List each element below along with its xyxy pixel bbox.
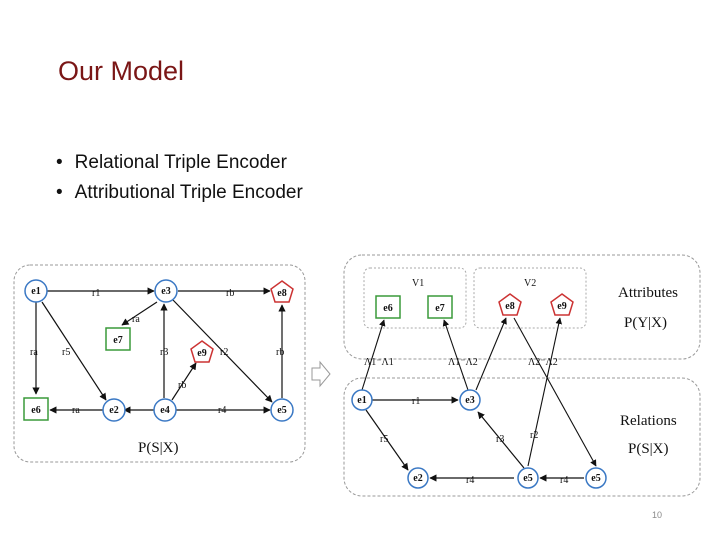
edge-label: r3 [160, 347, 168, 358]
left-graph-caption: P(S|X) [138, 440, 179, 456]
right-nodes: e1 e3 e2 e5 e5 [351, 389, 607, 489]
lambda-label: Λ2⁻Λ2 [528, 357, 558, 368]
node-label: e1 [357, 395, 366, 406]
left-graph-frame [13, 264, 306, 463]
group-v2-label: V2 [524, 278, 536, 289]
slide-number: 10 [652, 510, 663, 520]
attribute-node-e9 [190, 340, 214, 363]
edge-e5-e3 [477, 411, 525, 469]
slide-title: Our Model [58, 56, 185, 86]
node-label: e2 [413, 473, 422, 484]
right-cross-edges [361, 317, 597, 467]
node-label: e6 [31, 405, 40, 416]
edge-label: rb [276, 347, 284, 358]
attribute-node-e8 [498, 293, 522, 316]
group-v1-frame [363, 267, 467, 329]
entity-node-e2 [102, 398, 126, 422]
node-label: e8 [277, 288, 286, 299]
entity-node-e3 [459, 389, 481, 411]
edge-e3-e7 [121, 301, 158, 326]
node-label: e1 [31, 286, 40, 297]
edge-e1-e6 [361, 319, 386, 391]
edge-label: r4 [560, 475, 568, 486]
entity-node-e2 [407, 467, 429, 489]
edge-label: r3 [496, 434, 504, 445]
entity-node-e3 [154, 279, 178, 303]
edge-e5-e9 [527, 317, 562, 467]
left-graph: r1 rb ra ra r5 r3 r2 rb rb ra r4 e1 e3 e… [13, 264, 306, 463]
attributes-panel [343, 254, 701, 360]
node-label: e7 [435, 303, 444, 314]
edge-label: r4 [218, 405, 226, 416]
left-edges [32, 287, 286, 414]
node-label: e5 [591, 473, 600, 484]
node-label: e4 [160, 405, 169, 416]
bullet-item: Attributional Triple Encoder [56, 178, 303, 208]
attribute-node-e7 [427, 295, 453, 319]
node-label: e6 [383, 303, 392, 314]
node-label: e9 [557, 301, 566, 312]
edge-e3-e7 [442, 319, 469, 391]
attribute-node-e6 [23, 397, 49, 421]
edge-label: r2 [530, 430, 538, 441]
group-v1-label: V1 [412, 278, 424, 289]
node-label: e5 [277, 405, 286, 416]
edge-label: r5 [380, 434, 388, 445]
attribute-node-e9 [550, 293, 574, 316]
right-edge-labels: r1 r5 r3 r2 r4 r4 [380, 396, 568, 486]
edge-e1-e2 [41, 301, 107, 401]
attribute-node-e6 [375, 295, 401, 319]
edge-label: ra [132, 314, 140, 325]
edge-label: r1 [92, 288, 100, 299]
left-nodes: e1 e3 e8 e7 e9 e6 e2 e4 e5 [23, 279, 294, 422]
edge-label: r1 [412, 396, 420, 407]
entity-node-e1 [24, 279, 48, 303]
node-label: e7 [113, 335, 122, 346]
entity-node-e5 [270, 398, 294, 422]
edge-e3-e5 [172, 299, 273, 403]
attributes-formula: P(Y|X) [624, 315, 667, 331]
attribute-node-e7 [105, 327, 131, 351]
node-label: e8 [505, 301, 514, 312]
entity-node-e5b [585, 467, 607, 489]
entity-node-e1 [351, 389, 373, 411]
transform-arrow-icon [311, 360, 331, 388]
relations-formula: P(S|X) [628, 441, 669, 457]
node-label: e5 [523, 473, 532, 484]
edge-label: rb [226, 288, 234, 299]
edge-label: ra [30, 347, 38, 358]
edge-e8-e5 [513, 317, 597, 467]
node-label: e9 [197, 348, 206, 359]
right-graph: V1 V2 e6 e7 e8 e9 Attributes P(Y|X) Rela… [343, 254, 701, 497]
relations-caption: Relations [620, 413, 677, 429]
edge-e4-e9 [171, 362, 197, 401]
entity-node-e5a [517, 467, 539, 489]
entity-node-e4 [153, 398, 177, 422]
node-label: e3 [161, 286, 170, 297]
node-label: e3 [465, 395, 474, 406]
lambda-label: Λ1⁻Λ1 [364, 357, 394, 368]
group-v2-frame [473, 267, 587, 329]
attribute-node-e8 [270, 280, 294, 303]
edge-label: r5 [62, 347, 70, 358]
lambda-label: Λ1⁻Λ2 [448, 357, 478, 368]
left-edge-labels: r1 rb ra ra r5 r3 r2 rb rb ra r4 [30, 288, 284, 416]
edge-e1-e2 [365, 409, 409, 471]
bullet-item: Relational Triple Encoder [56, 148, 303, 178]
edge-label: r2 [220, 347, 228, 358]
attributes-caption: Attributes [618, 285, 678, 301]
edge-label: r4 [466, 475, 474, 486]
node-label: e2 [109, 405, 118, 416]
edge-e3-e8 [475, 317, 507, 391]
edge-label: rb [178, 380, 186, 391]
relations-panel [343, 377, 701, 497]
right-relation-edges [365, 396, 584, 482]
bullet-list: Relational Triple Encoder Attributional … [56, 148, 303, 208]
edge-label: ra [72, 405, 80, 416]
